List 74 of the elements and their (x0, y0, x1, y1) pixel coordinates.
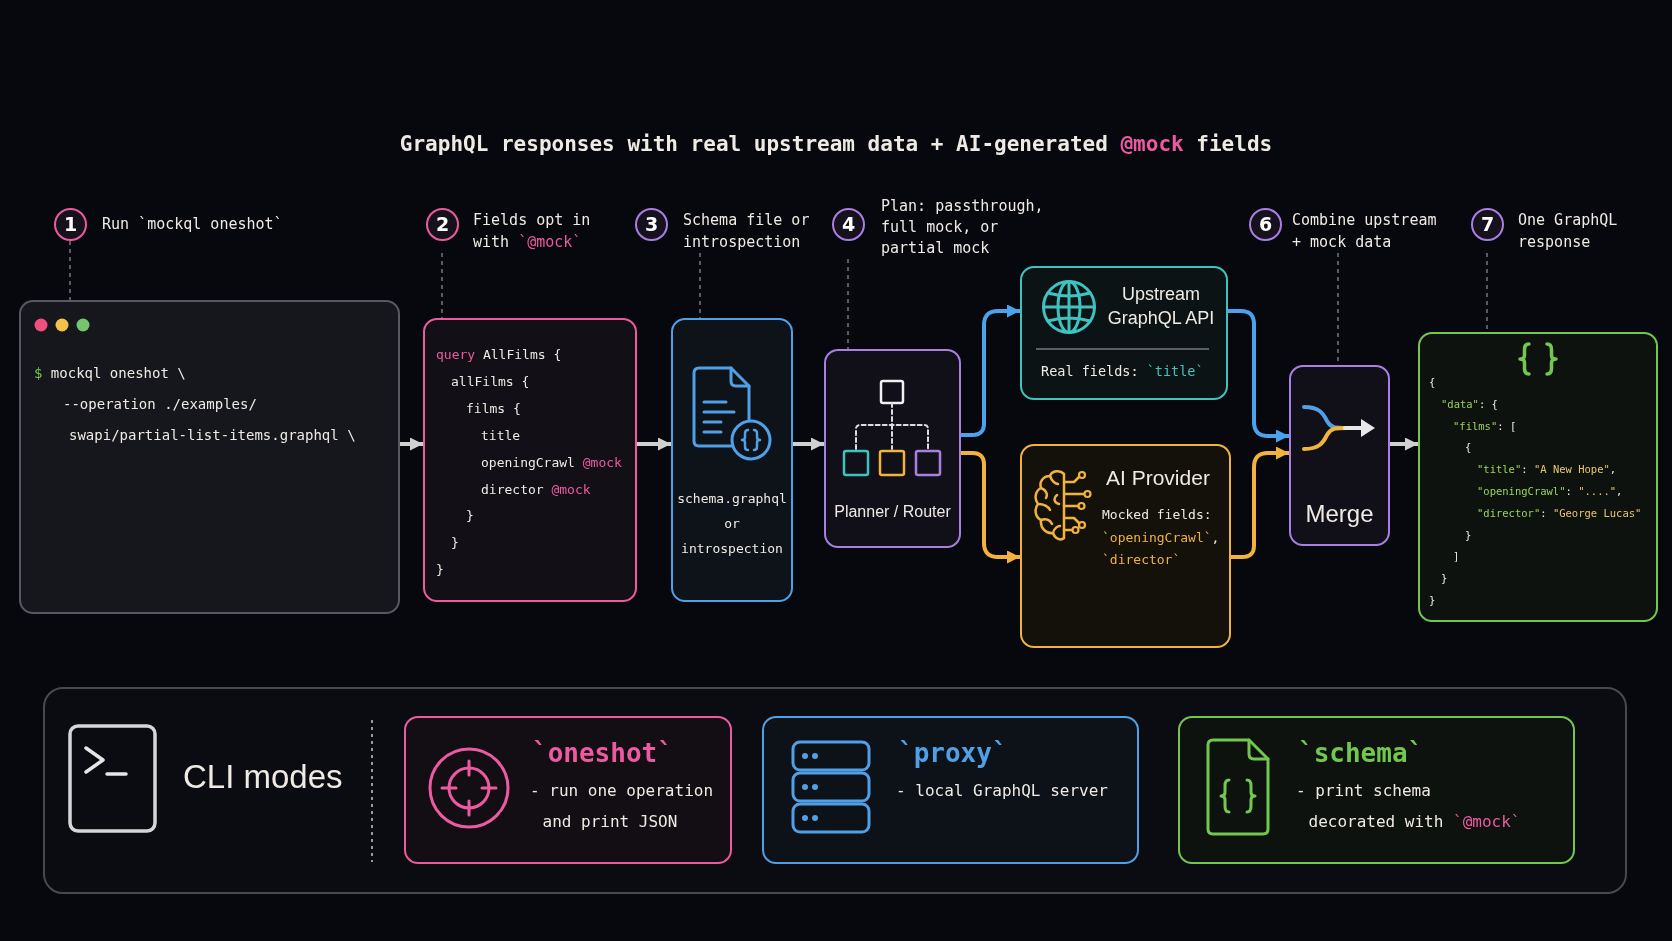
json-line: "films": [ (1453, 418, 1517, 433)
json-line: { (1465, 440, 1472, 455)
json-line: ] (1453, 549, 1460, 564)
code-line: swapi/partial-list-items.graphql \ (69, 426, 356, 445)
json-line: } (1429, 593, 1436, 607)
step-number: 4 (832, 208, 865, 241)
panel-title: CLI modes (183, 757, 343, 797)
card-text: Mocked fields: `openingCrawl`, `director` (1102, 506, 1221, 569)
step-label: Plan: passthrough, full mock, or partial mock (881, 196, 1045, 259)
json-line: "data": { (1441, 396, 1498, 411)
mode-card (762, 716, 1139, 864)
arrow (1231, 446, 1289, 559)
leader-line (699, 252, 701, 319)
merge-card (1289, 365, 1390, 546)
code-line: } (451, 534, 459, 553)
mode-description: - local GraphQL server (896, 780, 1109, 802)
json-line: { (1429, 375, 1436, 389)
query-card (423, 318, 637, 602)
leader-line (441, 252, 443, 319)
card-text: Real fields: `title` (1041, 362, 1204, 381)
mode-description: - run one operation and print JSON (530, 780, 715, 833)
card-title: AI Provider (1106, 465, 1210, 491)
code-line: films { (466, 399, 521, 418)
mode-card (1178, 716, 1575, 864)
code-line: } (466, 507, 474, 526)
leader-line (847, 258, 849, 350)
card-title: Upstream GraphQL API (1106, 283, 1216, 330)
mode-title: `proxy` (898, 737, 1008, 769)
code-line: } (436, 561, 444, 580)
subtitle: GraphQL responses with real upstream data + AI-generated @mock fields (399, 131, 1273, 157)
upstream-card (1020, 266, 1228, 400)
step-label: Schema file or introspection (683, 210, 811, 253)
json-line: } (1465, 527, 1472, 542)
step-label: One GraphQL response (1518, 210, 1619, 253)
step-number: 1 (54, 208, 87, 241)
step-label: Combine upstream + mock data (1292, 210, 1438, 253)
code-line: --operation ./examples/ (63, 395, 257, 414)
code-line: openingCrawl @mock (481, 453, 622, 472)
step-label: Fields opt in with `@mock` (473, 210, 592, 253)
response-card (1418, 332, 1658, 622)
json-line: "title": "A New Hope", (1477, 462, 1617, 477)
json-line: } (1441, 571, 1448, 586)
step-number: 2 (426, 208, 459, 241)
arrow (1390, 437, 1418, 451)
card-text: schema.graphql or introspection (676, 490, 788, 558)
json-line: "openingCrawl": "....", (1477, 484, 1623, 498)
mode-card (404, 716, 732, 864)
mode-description: - print schema decorated with `@mock` (1296, 780, 1522, 833)
modes-panel (43, 687, 1627, 894)
mode-title: `schema` (1298, 737, 1424, 769)
step-number: 7 (1471, 208, 1504, 241)
code-line: title (481, 426, 521, 445)
arrow (961, 451, 1020, 564)
arrow (637, 437, 671, 451)
json-line: "director": "George Lucas" (1477, 505, 1642, 520)
provider-card (1020, 444, 1231, 648)
code-line: director @mock (481, 480, 591, 499)
arrow (400, 437, 423, 451)
planner-card (824, 349, 961, 548)
code-line: allFilms { (451, 372, 530, 391)
step-number: 6 (1249, 208, 1282, 241)
schema-card (671, 318, 793, 602)
code-line: query AllFilms { (436, 346, 562, 364)
card-title: Planner / Router (834, 502, 951, 522)
leader-line (69, 240, 71, 301)
mode-title: `oneshot` (532, 737, 673, 769)
step-label: Run `mockql oneshot` (102, 214, 283, 235)
arrow (793, 437, 824, 451)
card-title: Merge (1305, 500, 1374, 528)
code-line: $ mockql oneshot \ (34, 364, 186, 383)
arrow (961, 304, 1020, 437)
step-number: 3 (635, 208, 668, 241)
arrow (1228, 309, 1289, 443)
terminal-window (19, 300, 400, 614)
